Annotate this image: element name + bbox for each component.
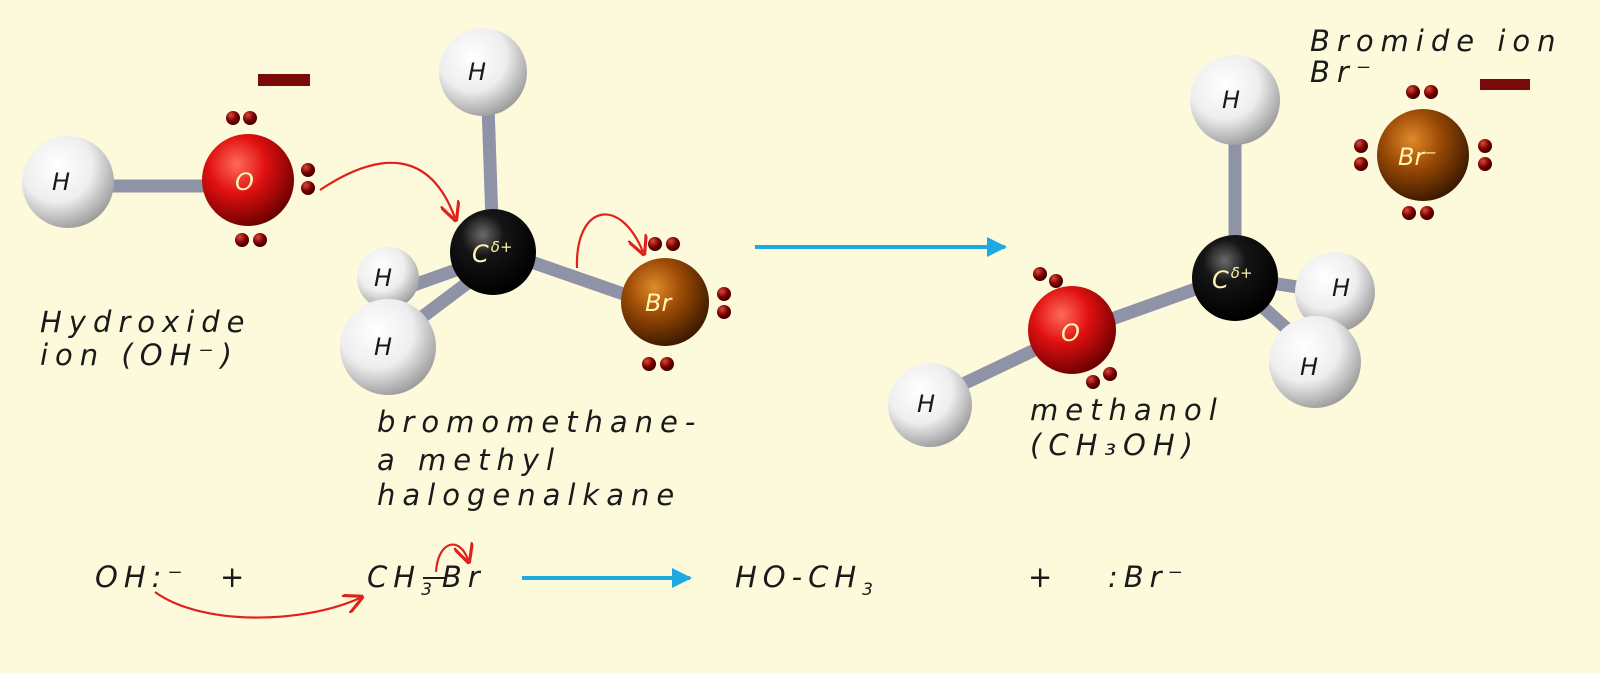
carbon-atom — [1192, 235, 1278, 321]
bromide-label-line2: Br⁻ — [1310, 55, 1378, 89]
hydrogen-atom-left — [357, 247, 419, 309]
hydroxide-label-line2: ion (OH⁻) — [40, 338, 239, 372]
bromine-atom — [621, 258, 709, 346]
carbon-atom — [450, 209, 536, 295]
hydrogen-label: H — [1332, 274, 1350, 302]
hydroxide-label-line1: Hydroxide — [40, 305, 252, 339]
oxygen-label: O — [235, 168, 254, 196]
oxygen-label: O — [1061, 319, 1080, 347]
curly-arrow-oh-to-carbon — [319, 161, 455, 218]
equation-plus1: + — [220, 560, 250, 594]
lone-pairs — [1033, 267, 1117, 389]
hydrogen-label: H — [1222, 86, 1240, 114]
hydrogen-label: H — [1300, 353, 1318, 381]
curly-arrow-equation-oh — [154, 591, 360, 619]
bromide-label: Br⁻ — [1398, 143, 1437, 171]
hydrogen-label: H — [468, 58, 486, 86]
oxygen-atom — [202, 134, 294, 226]
equation-plus2: + — [1028, 560, 1058, 594]
hydrogen-atom — [22, 136, 114, 228]
equation-reactant1: OH:⁻ — [95, 560, 189, 594]
bromine-label: Br — [645, 289, 673, 317]
hydrogen-atom-lower — [340, 299, 436, 395]
hydrogen-label: H — [52, 168, 70, 196]
bromomethane-label-line1: bromomethane- — [377, 405, 702, 439]
bromomethane-label-line2: a methyl — [377, 443, 561, 477]
hydroxide-ion: H O — [22, 74, 315, 247]
lone-pairs — [1354, 85, 1492, 220]
delta-plus-label: δ+ — [491, 238, 513, 256]
hydrogen-atom-top — [439, 28, 527, 116]
curly-arrow-bond-to-br — [575, 213, 643, 269]
lone-pairs — [226, 111, 315, 247]
hydrogen-label: H — [374, 264, 392, 292]
equation-product2: :Br⁻ — [1108, 560, 1189, 594]
hydrogen-atom-lower — [1269, 316, 1361, 408]
hydrogen-atom-right — [1295, 252, 1375, 332]
delta-plus-label: δ+ — [1231, 264, 1253, 282]
bond-c-h-top — [481, 98, 499, 229]
methanol-label-line1: methanol — [1030, 393, 1224, 427]
equation-product1: HO-CH3 — [735, 560, 879, 600]
bromide-ion: Br⁻ — [1354, 79, 1530, 220]
bond-c-br — [513, 251, 642, 305]
lone-pairs — [642, 237, 731, 371]
methanol-label-line2: (CH₃OH) — [1030, 428, 1200, 462]
bromomethane-label-line3: halogenalkane — [377, 478, 681, 512]
curly-arrow-equation-bond — [434, 545, 468, 573]
hydrogen-label: H — [374, 333, 392, 361]
bromide-label-line1: Bromide ion — [1310, 24, 1563, 58]
negative-charge-bar — [258, 74, 310, 86]
oxygen-atom — [1028, 286, 1116, 374]
negative-charge-bar — [1480, 79, 1530, 90]
hydrogen-atom-oh — [888, 363, 972, 447]
hydrogen-label: H — [917, 390, 935, 418]
hydrogen-atom-top — [1190, 55, 1280, 145]
bromide-atom — [1377, 109, 1469, 201]
